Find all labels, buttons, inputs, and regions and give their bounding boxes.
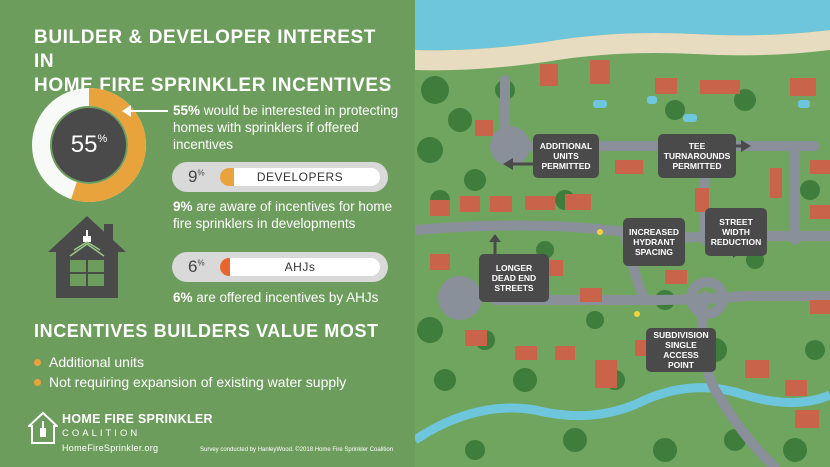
callout-hydrant-spacing: INCREASED HYDRANT SPACING (623, 218, 685, 266)
roundabout (686, 277, 728, 319)
list-item-text: Not requiring expansion of existing wate… (49, 374, 347, 390)
callout-additional-units: ADDITIONAL UNITS PERMITTED (533, 134, 599, 178)
stat-interest: 55% would be interested in protecting ho… (173, 102, 403, 153)
list-item: Additional units (34, 352, 404, 372)
developers-bar-label: DEVELOPERS (256, 170, 344, 184)
developers-bar-fill (220, 168, 235, 186)
logo-subname: COALITION (62, 428, 141, 439)
bullet-dot-icon (34, 378, 41, 386)
pointer-line (128, 110, 168, 112)
map-houses (430, 60, 830, 428)
map-river (415, 383, 830, 444)
donut-value-suffix: % (97, 133, 108, 145)
page-title: BUILDER & DEVELOPER INTEREST IN HOME FIR… (34, 26, 394, 98)
pointer-arrow-icon (122, 105, 131, 117)
donut-center (52, 108, 126, 182)
stat-awareness-value: 9% (173, 199, 193, 214)
ahjs-bar-label: AHJs (284, 260, 316, 274)
stat-interest-text: would be interested in protecting homes … (173, 103, 399, 152)
ahjs-bar-number: 6 (188, 257, 198, 276)
list-item-text: Additional units (49, 354, 144, 370)
developers-bar-number: 9 (188, 167, 198, 186)
hydrant-icon (597, 229, 603, 235)
incentives-heading: INCENTIVES BUILDERS VALUE MOST (34, 321, 379, 341)
donut-value-number: 55 (70, 131, 98, 158)
stat-ahj-offers: 6% are offered incentives by AHJs (173, 289, 403, 306)
stat-interest-value: 55% (173, 103, 201, 118)
developers-bar: 9% DEVELOPERS (172, 162, 388, 192)
stat-ahj-offers-text: are offered incentives by AHJs (192, 290, 379, 305)
logo-website-link[interactable]: HomeFireSprinkler.org (62, 443, 159, 453)
ahjs-bar-track: AHJs (220, 258, 380, 276)
map-ocean (415, 0, 830, 51)
ahjs-bar: 6% AHJs (172, 252, 388, 282)
title-line-1: BUILDER & DEVELOPER INTEREST IN (34, 27, 376, 72)
hydrant-icon (634, 311, 640, 317)
cul-de-sac-bottom (438, 276, 482, 320)
subdivision-map: ADDITIONAL UNITS PERMITTED TEE TURNAROUN… (415, 0, 830, 467)
ahjs-bar-suffix: % (197, 258, 205, 268)
stat-ahj-offers-value: 6% (173, 290, 193, 305)
ahjs-bar-value: 6% (188, 257, 205, 277)
callout-street-width: STREET WIDTH REDUCTION (705, 208, 767, 256)
bullet-dot-icon (34, 358, 41, 366)
callout-dead-end: LONGER DEAD END STREETS (479, 254, 549, 302)
developers-bar-track: DEVELOPERS (220, 168, 380, 186)
stat-awareness-text: are aware of incentives for home fire sp… (173, 199, 393, 231)
map-pools (593, 96, 810, 122)
incentives-list: Additional units Not requiring expansion… (34, 352, 404, 392)
developers-bar-value: 9% (188, 167, 205, 187)
map-illustration (415, 0, 830, 467)
developers-bar-suffix: % (197, 168, 205, 178)
logo-name: HOME FIRE SPRINKLER (62, 412, 213, 426)
list-item: Not requiring expansion of existing wate… (34, 372, 404, 392)
map-beach (415, 30, 830, 71)
callout-tee-turnarounds: TEE TURNAROUNDS PERMITTED (658, 134, 736, 178)
donut-fill-arc (32, 88, 146, 202)
ahjs-bar-fill (220, 258, 230, 276)
house-sprinkler-logo-icon (28, 411, 58, 444)
footer-note: Survey conducted by HanleyWood. ©2018 Ho… (200, 447, 394, 453)
interest-donut-chart (32, 88, 146, 202)
cul-de-sac-top (490, 126, 530, 166)
title-line-2: HOME FIRE SPRINKLER INCENTIVES (34, 75, 392, 96)
info-panel: BUILDER & DEVELOPER INTEREST IN HOME FIR… (28, 26, 404, 459)
coalition-logo[interactable]: HOME FIRE SPRINKLER COALITION HomeFireSp… (28, 407, 213, 459)
callout-access-point: SUBDIVISION SINGLE ACCESS POINT (646, 328, 716, 372)
donut-value: 55% (30, 86, 148, 204)
house-sprinkler-icon (48, 216, 126, 298)
stat-awareness: 9% are aware of incentives for home fire… (173, 198, 403, 232)
